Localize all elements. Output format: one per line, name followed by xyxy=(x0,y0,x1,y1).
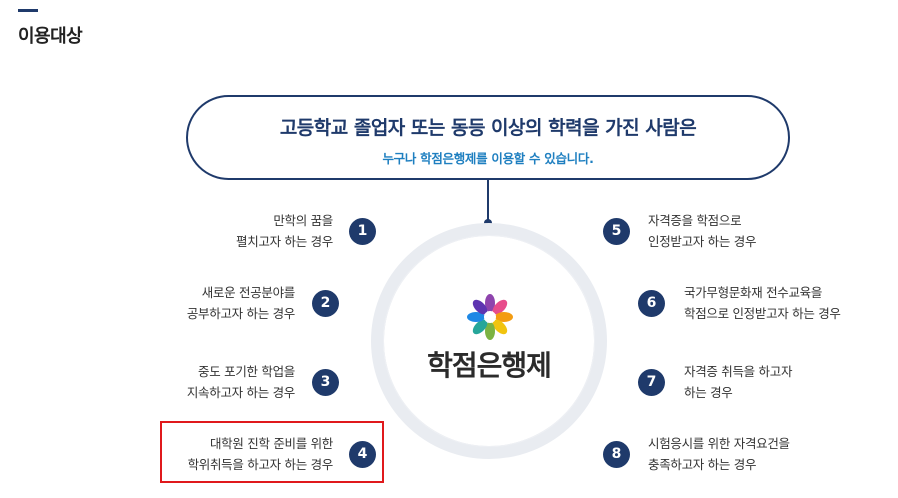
item-7-text: 자격증 취득을 하고자 하는 경우 xyxy=(684,364,793,400)
item-4-text: 대학원 진학 준비를 위한 학위취득을 하고자 하는 경우 xyxy=(187,436,334,472)
item-8-text: 시험응시를 위한 자격요건을 충족하고자 하는 경우 xyxy=(648,436,790,472)
item-6-badge: 6 xyxy=(638,290,665,317)
banner-connector-line xyxy=(487,180,489,222)
item-4-highlight-box xyxy=(160,421,384,483)
banner-sub-text: 누구나 학점은행제를 이용할 수 있습니다. xyxy=(382,151,594,166)
banner-main-text: 고등학교 졸업자 또는 동등 이상의 학력을 가진 사람은 xyxy=(279,117,697,139)
item-2-badge: 2 xyxy=(312,290,339,317)
item-5-text: 자격증을 학점으로 인정받고자 하는 경우 xyxy=(648,213,757,249)
item-4-badge: 4 xyxy=(349,441,376,468)
item-7-badge: 7 xyxy=(638,369,665,396)
item-5-badge: 5 xyxy=(603,218,630,245)
item-8-badge: 8 xyxy=(603,441,630,468)
flower-logo-icon xyxy=(467,294,513,340)
eligibility-banner: 고등학교 졸업자 또는 동등 이상의 학력을 가진 사람은 누구나 학점은행제를… xyxy=(186,95,790,180)
item-1-text: 만학의 꿈을 펼치고자 하는 경우 xyxy=(236,213,333,249)
item-3-text: 중도 포기한 학업을 지속하고자 하는 경우 xyxy=(186,364,295,400)
item-1-badge: 1 xyxy=(349,218,376,245)
item-3-badge: 3 xyxy=(312,369,339,396)
center-label: 학점은행제 xyxy=(427,349,552,382)
title-accent-bar xyxy=(18,9,38,12)
item-2-text: 새로운 전공분야를 공부하고자 하는 경우 xyxy=(186,285,295,321)
item-6-text: 국가무형문화재 전수교육을 학점으로 인정받고자 하는 경우 xyxy=(684,285,841,321)
page-title: 이용대상 xyxy=(18,26,83,47)
center-ring-inner xyxy=(383,235,595,447)
